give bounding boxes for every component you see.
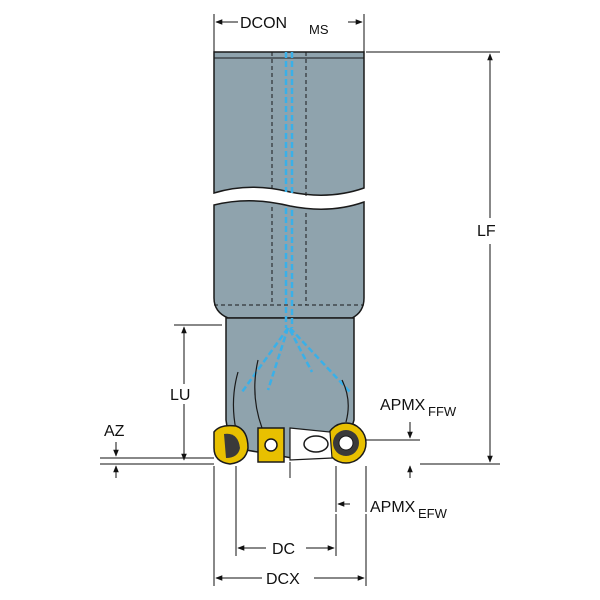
- apmx-efw-subscript: EFW: [418, 506, 448, 521]
- insert-right: [325, 422, 367, 464]
- dcon-label: DCON: [240, 15, 287, 32]
- shank-upper: [213, 51, 365, 196]
- dc-label: DC: [272, 541, 295, 558]
- lf-label: LF: [477, 223, 496, 240]
- insert-center: [257, 427, 285, 463]
- dcon-subscript: MS: [309, 22, 329, 37]
- dim-apmx-ffw: [366, 422, 420, 478]
- shank-lower: [213, 200, 365, 319]
- dim-dcon: [213, 14, 365, 52]
- chip-flutes: [232, 359, 349, 431]
- dim-dc: [235, 466, 337, 556]
- az-label: AZ: [104, 423, 125, 440]
- apmx-efw-label: APMX: [370, 499, 416, 516]
- dim-apmx-efw: [335, 466, 367, 512]
- insert-screw-slot: [303, 435, 329, 453]
- apmx-ffw-subscript: FFW: [428, 404, 457, 419]
- lu-label: LU: [170, 387, 190, 404]
- dim-az: [100, 442, 214, 478]
- dim-dcx: [213, 466, 367, 586]
- hidden-bore-lines: [271, 52, 307, 305]
- apmx-ffw-label: APMX: [380, 397, 426, 414]
- insert-left: [213, 424, 249, 465]
- dcx-label: DCX: [266, 571, 300, 588]
- dim-lf: [366, 51, 500, 465]
- coolant-channels: [240, 52, 351, 393]
- dim-lu: [174, 324, 222, 461]
